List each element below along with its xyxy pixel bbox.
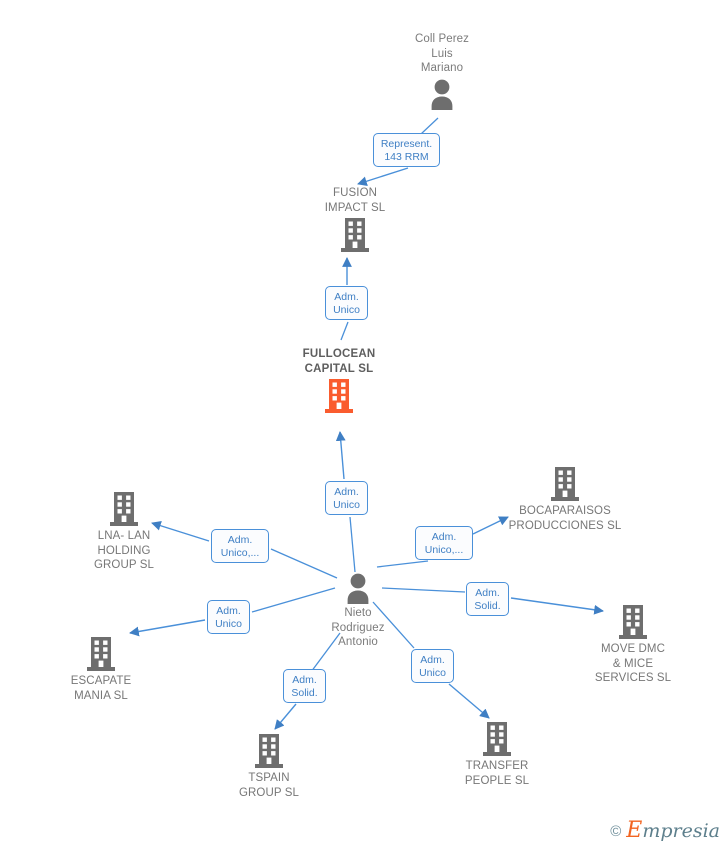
node-move-dmc-mice-services-sl[interactable]: MOVE DMC & MICE SERVICES SL [553, 604, 713, 686]
relation-tag-adm-solid-nieto-move[interactable]: Adm. Solid. [466, 582, 509, 616]
node-escapate-mania-sl[interactable]: ESCAPATE MANIA SL [21, 636, 181, 703]
node-lna-lan-holding-group-sl[interactable]: LNA- LAN HOLDING GROUP SL [44, 491, 204, 573]
node-label-nieto-rodriguez-antonio: Nieto Rodriguez Antonio [331, 607, 385, 648]
building-icon-highlighted [259, 378, 419, 414]
edge-tag-to-escapate [129, 619, 206, 637]
relation-tag-adm-unico-fullocean-fusion[interactable]: Adm. Unico [325, 286, 368, 320]
person-icon [362, 78, 522, 110]
relation-tag-adm-solid-nieto-tspain[interactable]: Adm. Solid. [283, 669, 326, 703]
empresia-watermark: © Empresia [610, 820, 720, 842]
node-label-escapate-mania-sl: ESCAPATE MANIA SL [70, 675, 132, 702]
empresia-logo-lead: E [626, 818, 643, 843]
empresia-logo: Empresia [626, 820, 720, 842]
building-icon [21, 636, 181, 672]
relation-tag-adm-unico-nieto-lna[interactable]: Adm. Unico,... [211, 529, 269, 563]
node-fusion-impact-sl[interactable]: FUSION IMPACT SL [275, 186, 435, 253]
node-label-transfer-people-sl: TRANSFER PEOPLE SL [464, 760, 530, 787]
node-bocaparaisos-producciones-sl[interactable]: BOCAPARAISOS PRODUCCIONES SL [485, 466, 645, 533]
building-icon [417, 721, 577, 757]
relation-tag-adm-unico-nieto-escapate[interactable]: Adm. Unico [207, 600, 250, 634]
edge-tag-to-fullocean-building [335, 431, 346, 480]
edge-tag-to-transfer [448, 683, 490, 719]
building-icon [485, 466, 645, 502]
node-nieto-rodriguez-antonio[interactable]: Nieto Rodriguez Antonio [278, 572, 438, 650]
node-label-fullocean-capital-sl: FULLOCEAN CAPITAL SL [302, 348, 376, 375]
building-icon [275, 217, 435, 253]
node-fullocean-capital-sl[interactable]: FULLOCEAN CAPITAL SL [259, 347, 419, 414]
edge-nieto-to-tag-fullocean [349, 516, 356, 573]
node-label-fusion-impact-sl: FUSION IMPACT SL [324, 187, 386, 214]
relation-tag-adm-unico-nieto-fullocean[interactable]: Adm. Unico [325, 481, 368, 515]
edge-nieto-to-tag-bocaparaisos [376, 560, 429, 568]
copyright-icon: © [610, 822, 622, 840]
node-label-tspain-group-sl: TSPAIN GROUP SL [238, 772, 300, 799]
relation-tag-represent-143-rrm[interactable]: Represent. 143 RRM [373, 133, 440, 167]
node-label-move-dmc-mice-services-sl: MOVE DMC & MICE SERVICES SL [594, 643, 672, 684]
node-label-coll-perez-luis-mariano: Coll Perez Luis Mariano [414, 33, 470, 74]
building-icon [553, 604, 713, 640]
building-icon [44, 491, 204, 527]
node-tspain-group-sl[interactable]: TSPAIN GROUP SL [189, 733, 349, 800]
empresia-logo-rest: mpresia [642, 820, 720, 842]
relation-tag-adm-unico-nieto-bocaparaisos[interactable]: Adm. Unico,... [415, 526, 473, 560]
edge-tag-to-fusion [357, 167, 409, 186]
node-label-lna-lan-holding-group-sl: LNA- LAN HOLDING GROUP SL [93, 530, 155, 571]
edge-tag-to-tspain [274, 703, 297, 730]
relation-tag-adm-unico-nieto-transfer[interactable]: Adm. Unico [411, 649, 454, 683]
person-icon [278, 572, 438, 604]
edge-fullocean-to-tag [340, 321, 349, 341]
node-label-bocaparaisos-producciones-sl: BOCAPARAISOS PRODUCCIONES SL [508, 505, 622, 532]
building-icon [189, 733, 349, 769]
edge-collperez-to-tag [420, 117, 439, 135]
node-coll-perez-luis-mariano[interactable]: Coll Perez Luis Mariano [362, 32, 522, 110]
node-transfer-people-sl[interactable]: TRANSFER PEOPLE SL [417, 721, 577, 788]
